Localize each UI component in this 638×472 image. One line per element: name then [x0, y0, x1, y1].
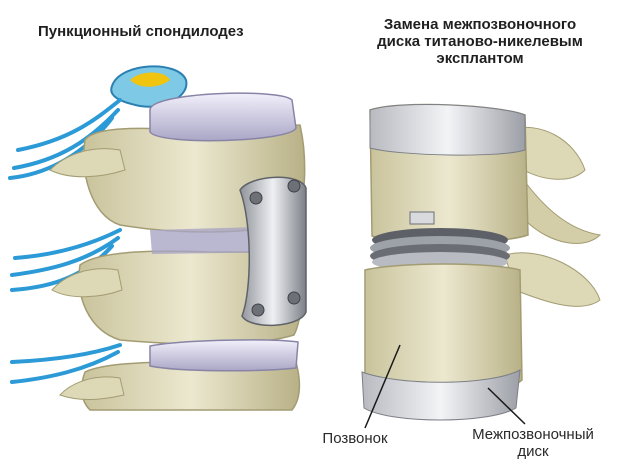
left-spine-illustration — [8, 65, 307, 411]
fusion-plate — [239, 176, 307, 326]
disc-pointer — [487, 387, 526, 425]
right-title-line-2: диска титаново-никелевым — [377, 33, 583, 50]
right-panel-title: Замена межпозвоночного диска титаново-ни… — [335, 16, 625, 67]
right-spine-illustration — [361, 103, 602, 429]
left-disc-bottom — [149, 339, 299, 372]
intervertebral-disc-label: Межпозвоночный диск — [448, 426, 618, 460]
right-lower-disc — [361, 369, 521, 421]
left-panel-title: Пункционный спондилодез — [38, 23, 244, 40]
right-title-line-1: Замена межпозвоночного — [383, 16, 577, 33]
plate-screws — [249, 179, 301, 317]
right-title-line-3: эксплантом — [436, 50, 524, 67]
vertebra-label: Позвонок — [322, 430, 388, 447]
vertebra-pointer — [364, 344, 401, 429]
right-upper-endplate — [369, 104, 526, 156]
disc-label-line-2: диск — [517, 443, 549, 460]
left-disc-top — [149, 92, 297, 142]
disc-label-line-1: Межпозвоночный — [472, 426, 594, 443]
spinal-cord-core — [130, 72, 170, 87]
